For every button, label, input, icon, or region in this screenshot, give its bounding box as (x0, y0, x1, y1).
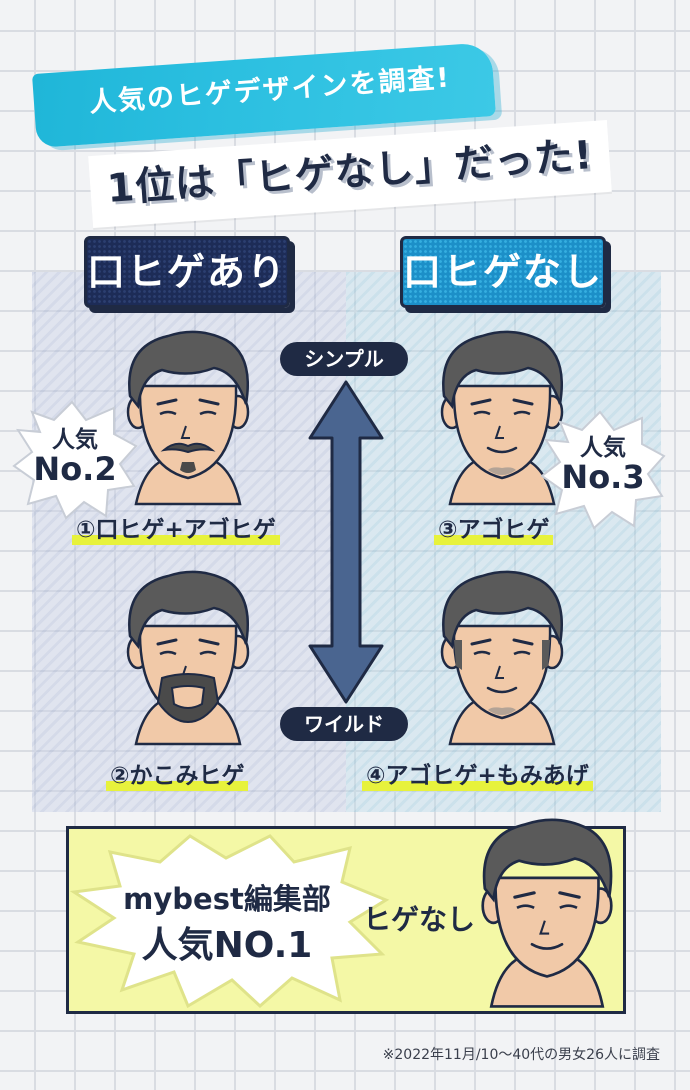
axis-label-wild: ワイルド (280, 707, 408, 741)
face-mustache-chin-beard (126, 330, 250, 506)
face-circle-beard (126, 570, 250, 746)
double-arrow-icon (308, 380, 384, 704)
face-no-beard (481, 818, 613, 1008)
survey-footnote: ※2022年11月/10〜40代の男女26人に調査 (382, 1047, 660, 1063)
winner-rank-label: 人気NO.1 (141, 925, 313, 966)
burst-bubble-left (12, 400, 138, 520)
badge-left-line2: No.2 (33, 450, 117, 488)
winner-style-label: ヒゲなし (362, 903, 475, 936)
caption-style-4: ④アゴヒゲ+もみあげ (362, 758, 593, 794)
badge-right-line1: 人気 (580, 435, 626, 461)
category-label-with-mustache: 口ヒゲあり (84, 236, 290, 308)
face-chin-beard-sideburns (440, 570, 564, 746)
burst-bubble-right (540, 410, 666, 530)
caption-style-1: ①口ヒゲ+アゴヒゲ (72, 512, 280, 548)
category-label-without-mustache: 口ヒゲなし (400, 236, 606, 308)
winner-burst-bubble (70, 834, 390, 1009)
caption-style-2: ②かこみヒゲ (106, 758, 249, 794)
face-chin-beard (440, 330, 564, 506)
badge-left-line1: 人気 (52, 427, 98, 453)
caption-style-3: ③アゴヒゲ (434, 512, 554, 548)
badge-right-line2: No.3 (561, 458, 645, 496)
axis-label-simple: シンプル (280, 342, 408, 376)
winner-source-label: mybest編集部 (123, 882, 331, 916)
